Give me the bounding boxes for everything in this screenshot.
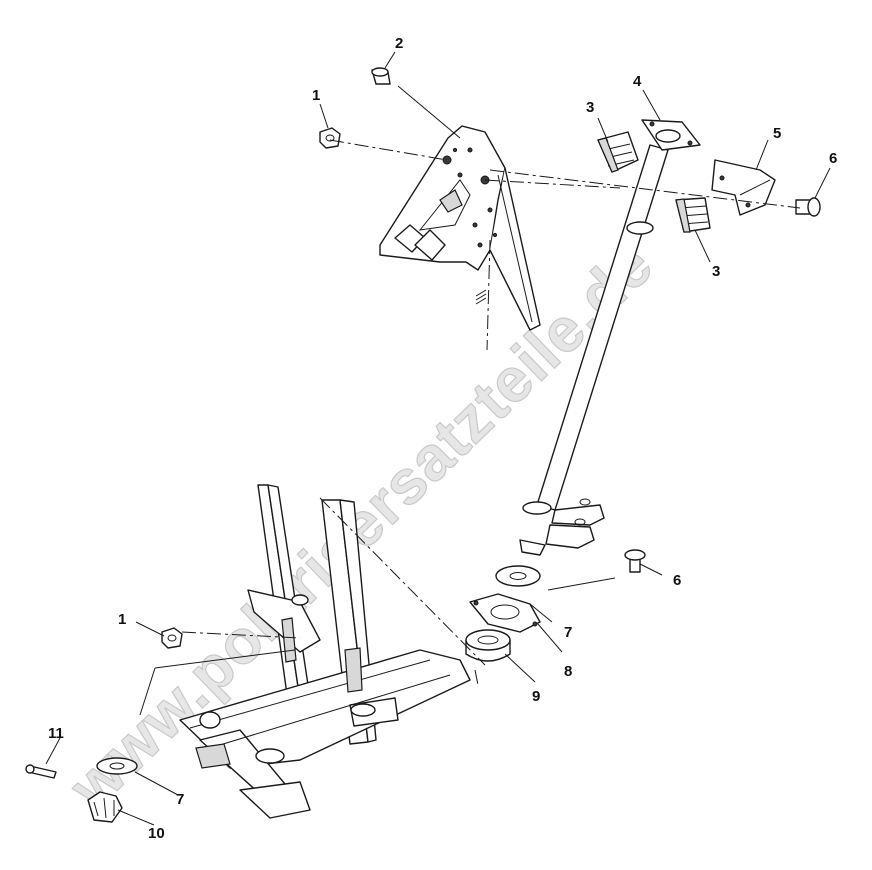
lower-bushing [675,197,711,233]
washer-lower [96,757,138,775]
callout-4: 4 [633,73,642,90]
callout-3-lower: 3 [712,263,720,280]
leader-lines [45,51,831,826]
callout-6-lower: 6 [673,572,681,589]
bearing [465,629,511,662]
center-lines [181,139,801,686]
steering-post [519,144,669,556]
bolt-upper [795,197,821,217]
steering-flange [641,119,701,151]
nut-upper [319,127,341,149]
upper-mounting-bracket [379,125,541,331]
washer-upper [495,565,541,587]
bolt-lower [624,549,646,573]
callout-1-upper: 1 [312,87,320,104]
nut-lower [161,627,183,649]
callout-6-upper: 6 [829,150,837,167]
callout-11: 11 [48,725,64,742]
vehicle-frame [179,484,471,819]
callout-8: 8 [564,663,572,680]
bearing-flange [469,593,541,633]
castle-nut [87,791,123,823]
callout-1-lower: 1 [118,611,126,628]
callout-10: 10 [148,825,165,842]
upper-bushing [597,131,639,173]
callout-3-upper: 3 [586,99,594,116]
clamp-bracket [711,159,776,216]
callouts: 1 2 3 4 5 6 3 6 7 8 1 9 11 7 10 [48,35,837,842]
callout-2: 2 [395,35,403,52]
cotter-pin [25,764,57,779]
flange-bolt-top [371,67,391,85]
callout-5: 5 [773,125,781,142]
callout-7-upper: 7 [564,624,572,641]
callout-7-lower: 7 [176,791,184,808]
callout-9: 9 [532,688,540,705]
